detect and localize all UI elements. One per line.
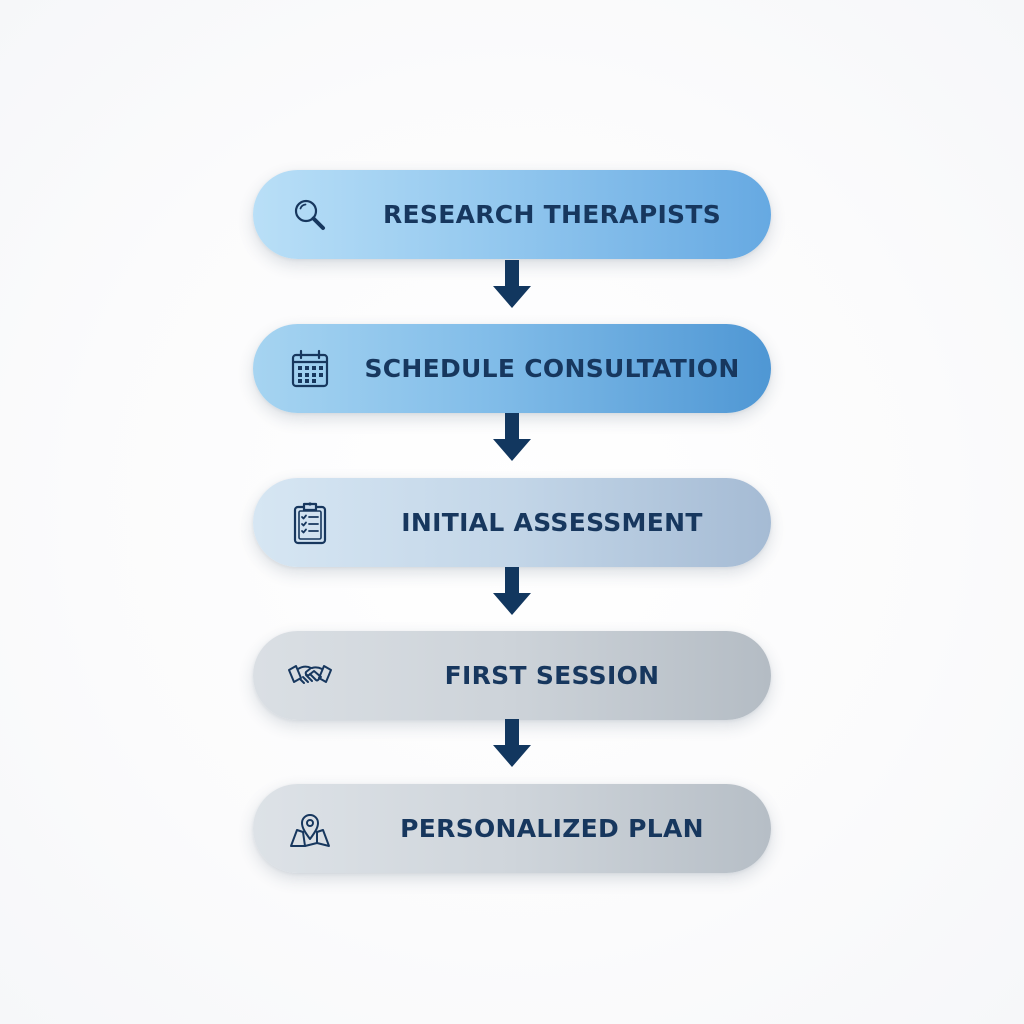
- magnifier-icon: [287, 192, 333, 238]
- down-arrow-icon: [491, 719, 533, 769]
- calendar-icon: [287, 346, 333, 392]
- down-arrow-icon: [491, 413, 533, 463]
- step-initial-assessment: INITIAL ASSESSMENT: [253, 478, 771, 567]
- step-research-therapists: RESEARCH THERAPISTS: [253, 170, 771, 259]
- handshake-icon: [287, 653, 333, 699]
- step-schedule-consultation: SCHEDULE CONSULTATION: [253, 324, 771, 413]
- down-arrow-icon: [491, 260, 533, 310]
- step-personalized-plan: PERSONALIZED PLAN: [253, 784, 771, 873]
- map-pin-icon: [287, 806, 333, 852]
- step-label: SCHEDULE CONSULTATION: [364, 354, 740, 383]
- step-first-session: FIRST SESSION: [253, 631, 771, 720]
- step-label: RESEARCH THERAPISTS: [382, 200, 722, 229]
- step-label: PERSONALIZED PLAN: [400, 814, 704, 843]
- clipboard-icon: [287, 500, 333, 546]
- step-label: FIRST SESSION: [444, 661, 660, 690]
- down-arrow-icon: [491, 567, 533, 617]
- step-label: INITIAL ASSESSMENT: [401, 508, 703, 537]
